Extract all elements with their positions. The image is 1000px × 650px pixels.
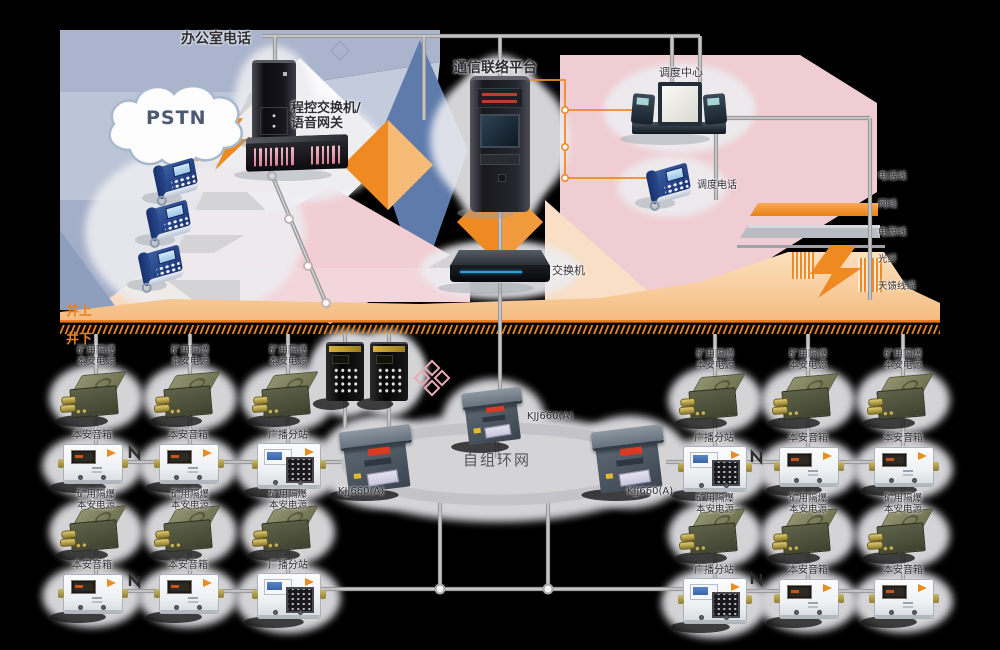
- label-pstn: PSTN: [146, 107, 207, 129]
- label-power-supply: 矿用隔爆 本安电源: [170, 345, 210, 368]
- voice-gateway-rack: [246, 134, 348, 172]
- power-supply: [59, 505, 127, 553]
- speaker: [154, 444, 224, 484]
- label-underground: 井下: [66, 332, 93, 347]
- broadcast-substation: [252, 573, 326, 619]
- power-supply: [866, 373, 934, 421]
- orange-nodes: [560, 106, 569, 183]
- label-power-supply: 矿用隔爆 本安电源: [883, 349, 923, 372]
- label-speaker: 本安音箱: [883, 433, 923, 444]
- label-power-supply: 矿用隔爆 本安电源: [76, 489, 116, 512]
- mine-phone-1: [326, 342, 364, 401]
- label-power-supply: 矿用隔爆 本安电源: [268, 489, 308, 512]
- pbx-tower: [252, 60, 296, 141]
- legend-item-network-cable: 网线: [878, 199, 898, 210]
- speaker: [58, 444, 128, 484]
- junction-nodes: [267, 171, 554, 595]
- speaker: [774, 579, 844, 619]
- label-switch: 交换机: [552, 264, 585, 277]
- speaker: [869, 579, 939, 619]
- mine-phone-2: [370, 342, 408, 401]
- label-ring-network: 自组环网: [462, 451, 532, 469]
- label-power-supply: 矿用隔爆 本安电源: [268, 345, 308, 368]
- power-supply: [251, 371, 319, 419]
- label-surface: 井上: [66, 304, 93, 319]
- label-power-supply: 矿用隔爆 本安电源: [695, 349, 735, 372]
- power-supply: [678, 508, 746, 556]
- label-broadcast-substation: 广播分站: [268, 560, 308, 571]
- power-supply: [866, 508, 934, 556]
- label-speaker: 本安音箱: [883, 565, 923, 576]
- kjj660-center: [461, 386, 527, 446]
- legend-item-phone-line: 电话线: [878, 171, 907, 182]
- label-communication-platform: 通信联络平台: [453, 60, 537, 76]
- label-power-supply: 矿用隔爆 本安电源: [76, 345, 116, 368]
- kjj660-right: [590, 423, 669, 494]
- label-broadcast-substation: 广播分站: [694, 565, 734, 576]
- legend-item-fiber: 光纤: [878, 254, 898, 265]
- ethernet-switch: [450, 250, 550, 283]
- broadcast-substation: [252, 443, 326, 489]
- speaker: [774, 447, 844, 487]
- label-speaker: 本安音箱: [72, 430, 112, 441]
- label-pbx-gateway: 程控交换机/ 语音网关: [291, 101, 361, 132]
- label-dispatch-phone: 调度电话: [697, 180, 737, 191]
- label-speaker: 本安音箱: [788, 433, 828, 444]
- power-supply: [59, 371, 127, 419]
- label-kjj660-center: KJJ660(A): [526, 411, 574, 422]
- speaker: [869, 447, 939, 487]
- label-broadcast-substation: 广播分站: [268, 430, 308, 441]
- label-kjj660-right: KJJ660(A): [626, 486, 674, 497]
- legend-item-antenna-feeder: 天馈线缆: [878, 281, 917, 292]
- label-speaker: 本安音箱: [168, 560, 208, 571]
- cable-bands-right: [737, 203, 885, 248]
- label-office-phone: 办公室电话: [181, 31, 251, 47]
- label-speaker: 本安音箱: [168, 430, 208, 441]
- label-power-supply: 矿用隔爆 本安电源: [788, 349, 828, 372]
- broadcast-substation: [678, 578, 752, 624]
- label-dispatch-center: 调度中心: [659, 66, 703, 79]
- pink-cross-motif: [413, 359, 451, 397]
- platform-server: [470, 76, 530, 212]
- power-supply: [251, 505, 319, 553]
- label-kjj660-left: KJJ660(A): [337, 486, 385, 497]
- speaker: [154, 574, 224, 614]
- device-shadows: [50, 133, 917, 633]
- shadow-marks: [128, 444, 763, 590]
- broadcast-substation: [678, 446, 752, 492]
- power-supply: [153, 371, 221, 419]
- power-supply: [153, 505, 221, 553]
- label-power-supply: 矿用隔爆 本安电源: [883, 493, 923, 516]
- label-power-supply: 矿用隔爆 本安电源: [788, 493, 828, 516]
- power-supply: [678, 373, 746, 421]
- label-speaker: 本安音箱: [72, 560, 112, 571]
- power-supply: [771, 508, 839, 556]
- dispatch-console: [630, 82, 728, 134]
- label-broadcast-substation: 广播分站: [694, 433, 734, 444]
- legend-item-power-line: 电源线: [878, 227, 907, 238]
- power-supply: [771, 373, 839, 421]
- label-speaker: 本安音箱: [788, 565, 828, 576]
- kjj660-left: [338, 423, 417, 494]
- label-power-supply: 矿用隔爆 本安电源: [170, 489, 210, 512]
- speaker: [58, 574, 128, 614]
- label-power-supply: 矿用隔爆 本安电源: [695, 493, 735, 516]
